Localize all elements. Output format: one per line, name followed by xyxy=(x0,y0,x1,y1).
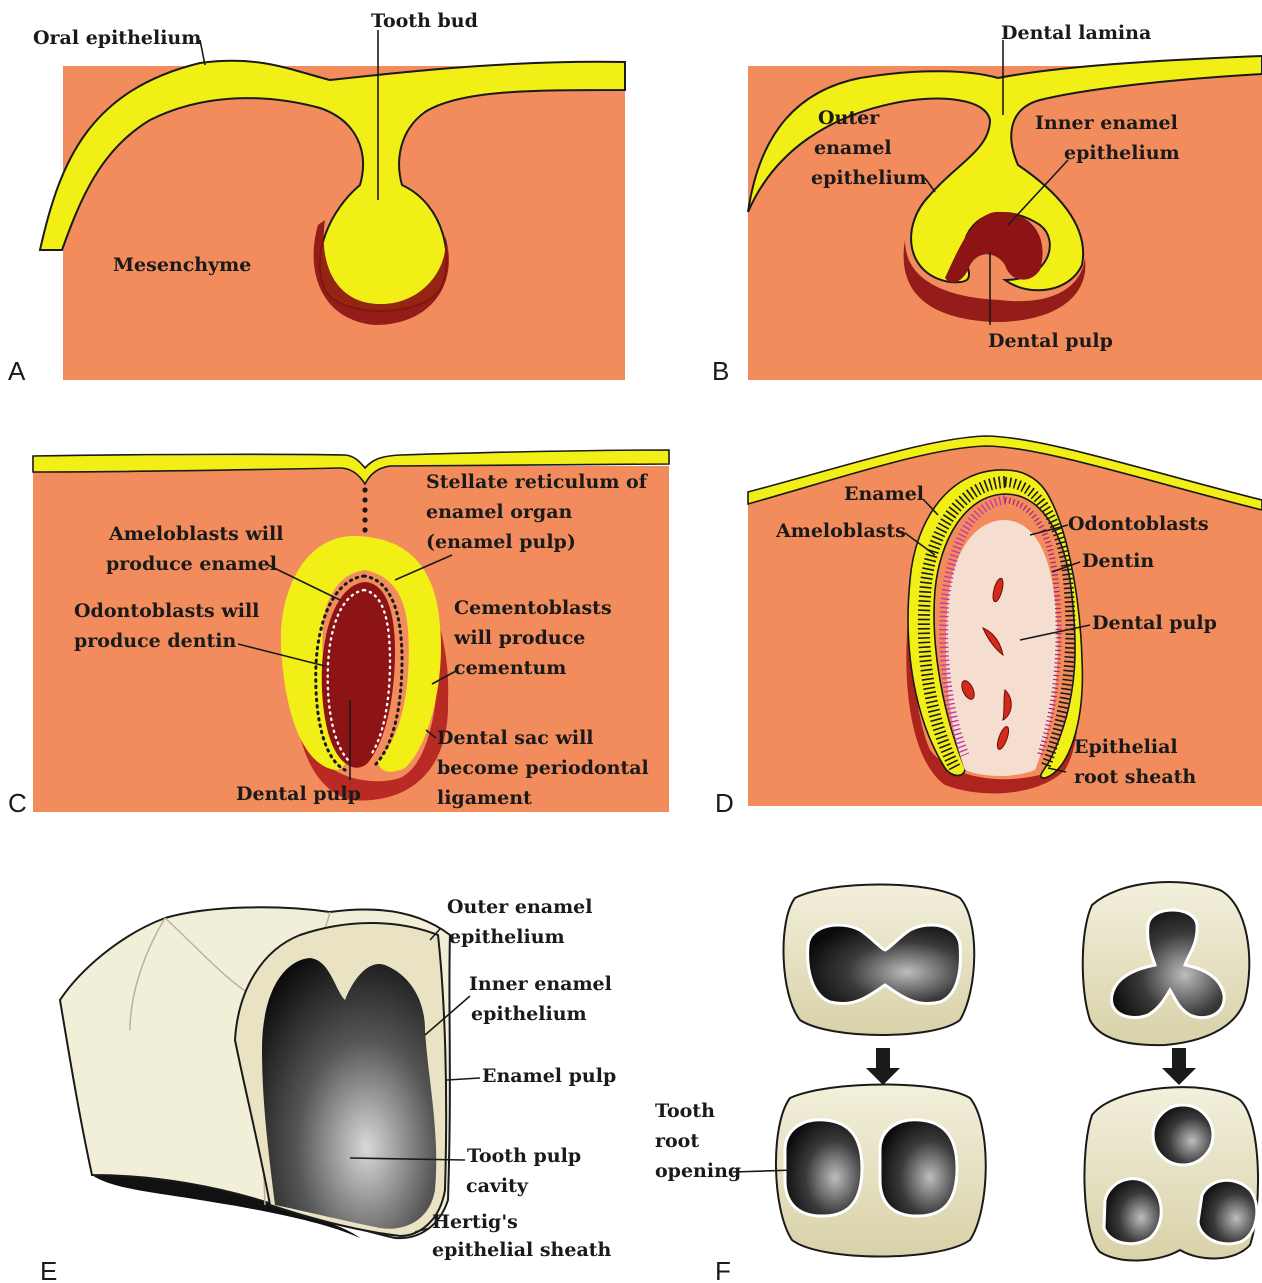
tooth-bud-label: Tooth bud xyxy=(371,10,478,32)
dentin-label: Dentin xyxy=(1082,550,1154,572)
dental-pulp-label: Dental pulp xyxy=(1092,612,1217,634)
arrow-down-icon xyxy=(866,1048,900,1085)
mesenchyme-label: Mesenchyme xyxy=(113,254,251,276)
panel-c: Stellate reticulum of enamel organ (enam… xyxy=(8,450,669,818)
root-opening-right xyxy=(880,1120,957,1216)
panel-letter-a: A xyxy=(8,356,26,386)
root-opening-left xyxy=(1104,1179,1161,1244)
ameloblasts-label: Ameloblasts xyxy=(775,520,906,542)
panel-letter-c: C xyxy=(8,788,27,818)
root-opening-top xyxy=(1153,1105,1213,1165)
arrow-down-icon xyxy=(1162,1048,1196,1085)
hertig-label: Hertig's epithelial sheath xyxy=(432,1211,612,1261)
panel-d: Enamel Ameloblasts Odontoblasts Dentin D… xyxy=(715,436,1262,818)
root-opening-left xyxy=(785,1120,862,1216)
panel-letter-f: F xyxy=(715,1256,731,1283)
panel-letter-b: B xyxy=(712,356,729,386)
outer-enamel-label: Outer enamel epithelium xyxy=(447,896,599,948)
panel-f: Tooth root opening F xyxy=(655,882,1258,1283)
enamel-pulp-label: Enamel pulp xyxy=(482,1065,616,1087)
tooth-pulp-cavity xyxy=(262,958,436,1229)
dental-lamina-label: Dental lamina xyxy=(1001,22,1151,44)
inner-enamel-label: Inner enamel epithelium xyxy=(469,973,618,1025)
odontoblasts-label: Odontoblasts xyxy=(1068,513,1209,535)
dental-pulp-label: Dental pulp xyxy=(988,330,1113,352)
panel-letter-d: D xyxy=(715,788,734,818)
dental-pulp-label: Dental pulp xyxy=(236,783,361,805)
panel-letter-e: E xyxy=(40,1256,57,1283)
enamel-label: Enamel xyxy=(844,483,924,505)
oral-epithelium-label: Oral epithelium xyxy=(33,27,201,49)
root-opening-right xyxy=(1198,1180,1257,1243)
panel-b: Dental lamina Outer enamel epithelium In… xyxy=(712,22,1262,386)
panel-a: Oral epithelium Tooth bud Mesenchyme A xyxy=(8,10,625,386)
pulp-cavity-label: Tooth pulp cavity xyxy=(466,1145,588,1197)
root-opening-label: Tooth root opening xyxy=(655,1100,741,1182)
enamel-pulp-leader xyxy=(447,1078,480,1080)
panel-e: Outer enamel epithelium Inner enamel epi… xyxy=(40,896,618,1283)
